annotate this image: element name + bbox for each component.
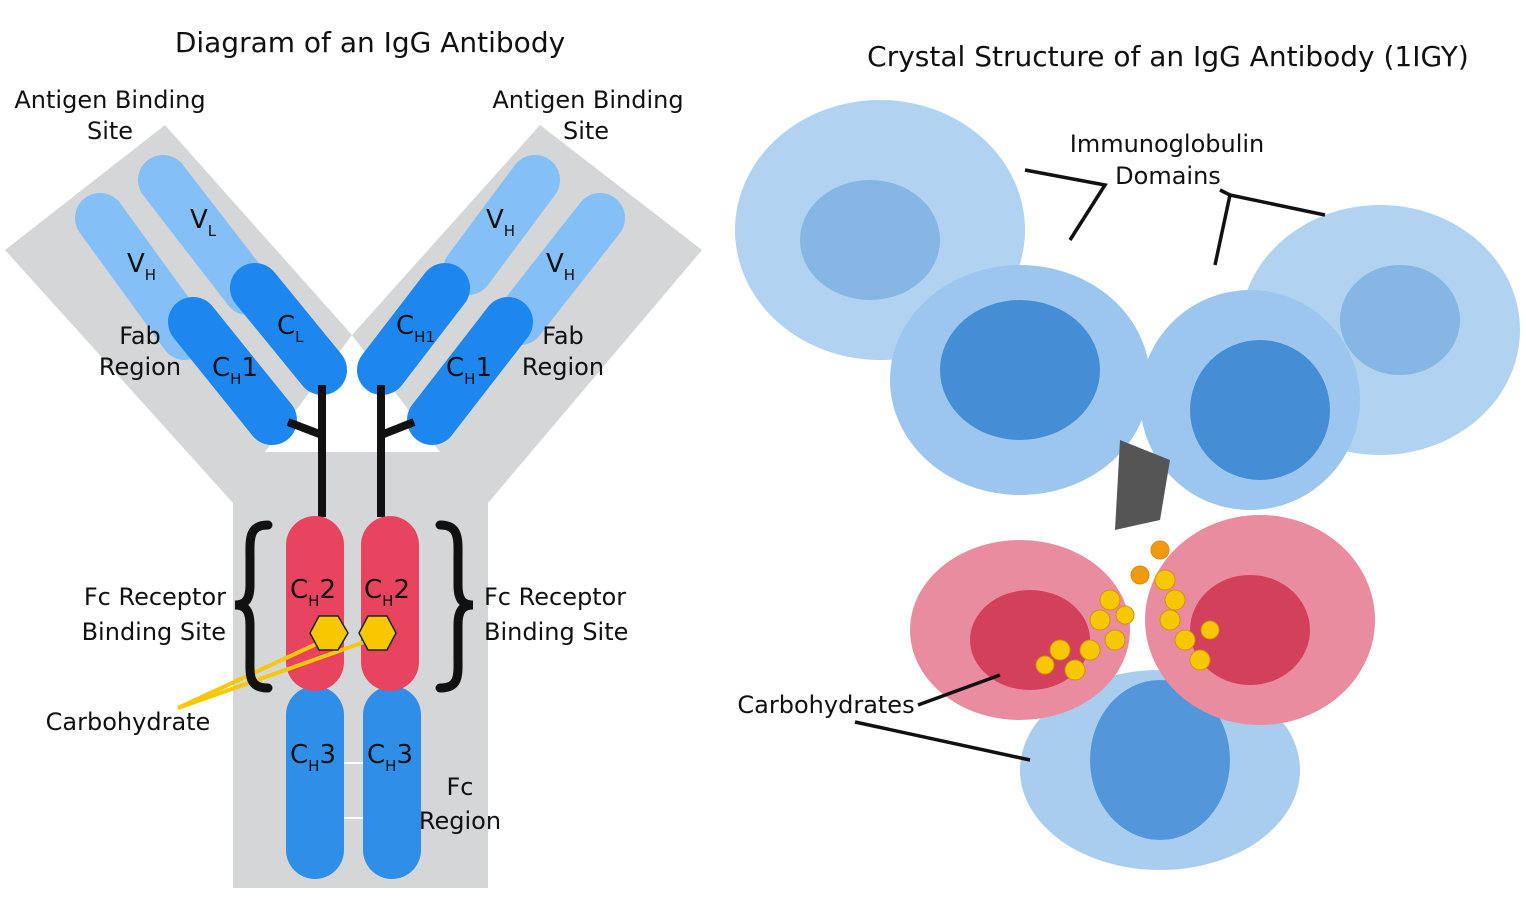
label-ch2-right: CH2 (364, 575, 410, 610)
hinge-background (233, 452, 488, 503)
label-vh-right-inner: VH (486, 205, 515, 240)
carbohydrate-hexagon-left (309, 615, 349, 651)
carbohydrate-label: Carbohydrate (46, 708, 211, 736)
fc-receptor-left-line1: Fc Receptor (84, 583, 226, 611)
fab-right-line1: Fab (542, 322, 584, 350)
label-ch1-left: CH1 (212, 353, 258, 388)
carbohydrates-label: Carbohydrates (737, 691, 914, 719)
ch3-links (344, 762, 363, 819)
label-vh-left: VH (127, 249, 156, 284)
fc-receptor-right-line1: Fc Receptor (484, 583, 626, 611)
label-ch2-left: CH2 (290, 575, 336, 610)
notch (265, 335, 440, 452)
fc-ch2-lobes (910, 515, 1375, 725)
left-brace-icon (234, 520, 273, 693)
antigen-site-right-line2: Site (563, 117, 609, 145)
fab-left-lobe (735, 100, 1150, 495)
fab-left-line2: Region (99, 353, 181, 381)
ch1-right-outer-domain (407, 297, 533, 445)
fab-left-line1: Fab (119, 322, 161, 350)
antigen-site-left-line1: Antigen Binding (14, 86, 205, 114)
carbohydrate-hexagon-right (358, 615, 397, 651)
vl-domain (138, 155, 273, 315)
crystal-structure: Crystal Structure of an IgG Antibody (1I… (735, 40, 1520, 870)
fab-right-lobe (1140, 205, 1520, 510)
antigen-site-right-line1: Antigen Binding (492, 86, 683, 114)
disulfide-hinge (286, 385, 416, 517)
antigen-site-left-line2: Site (87, 117, 133, 145)
fc-region-line2: Region (419, 807, 501, 835)
label-vh-right-outer: VH (546, 249, 575, 284)
fc-receptor-left-line2: Binding Site (82, 618, 226, 646)
label-ch3-left: CH3 (290, 740, 336, 775)
label-cl: CL (277, 311, 304, 346)
crystal-title: Crystal Structure of an IgG Antibody (1I… (867, 40, 1469, 73)
ch1-right-inner-domain (357, 263, 470, 395)
diagram-title: Diagram of an IgG Antibody (175, 26, 565, 59)
ig-domains-line1: Immunoglobulin (1070, 130, 1265, 158)
label-ch1-right-outer: CH1 (446, 353, 492, 388)
fab-right-line2: Region (522, 353, 604, 381)
ig-domains-line2: Domains (1115, 162, 1221, 190)
right-brace-icon (435, 520, 474, 693)
hinge-region (1115, 440, 1170, 530)
vh-right-inner-domain (443, 155, 560, 295)
leader-lines (854, 168, 1326, 762)
label-vl: VL (190, 205, 217, 240)
label-ch3-right: CH3 (367, 740, 413, 775)
fc-region-line1: Fc (447, 773, 474, 801)
carbohydrate-spheres (1035, 540, 1220, 681)
fc-receptor-right-line2: Binding Site (484, 618, 628, 646)
igg-diagram: Diagram of an IgG Antibody Antigen Bindi… (5, 26, 702, 888)
carbohydrate-leader-2 (177, 638, 371, 710)
cl-domain (230, 263, 347, 395)
label-ch1-right-inner: CH1 (396, 311, 435, 346)
vh-right-outer-domain (495, 193, 625, 345)
ch1-left-domain (168, 297, 297, 445)
